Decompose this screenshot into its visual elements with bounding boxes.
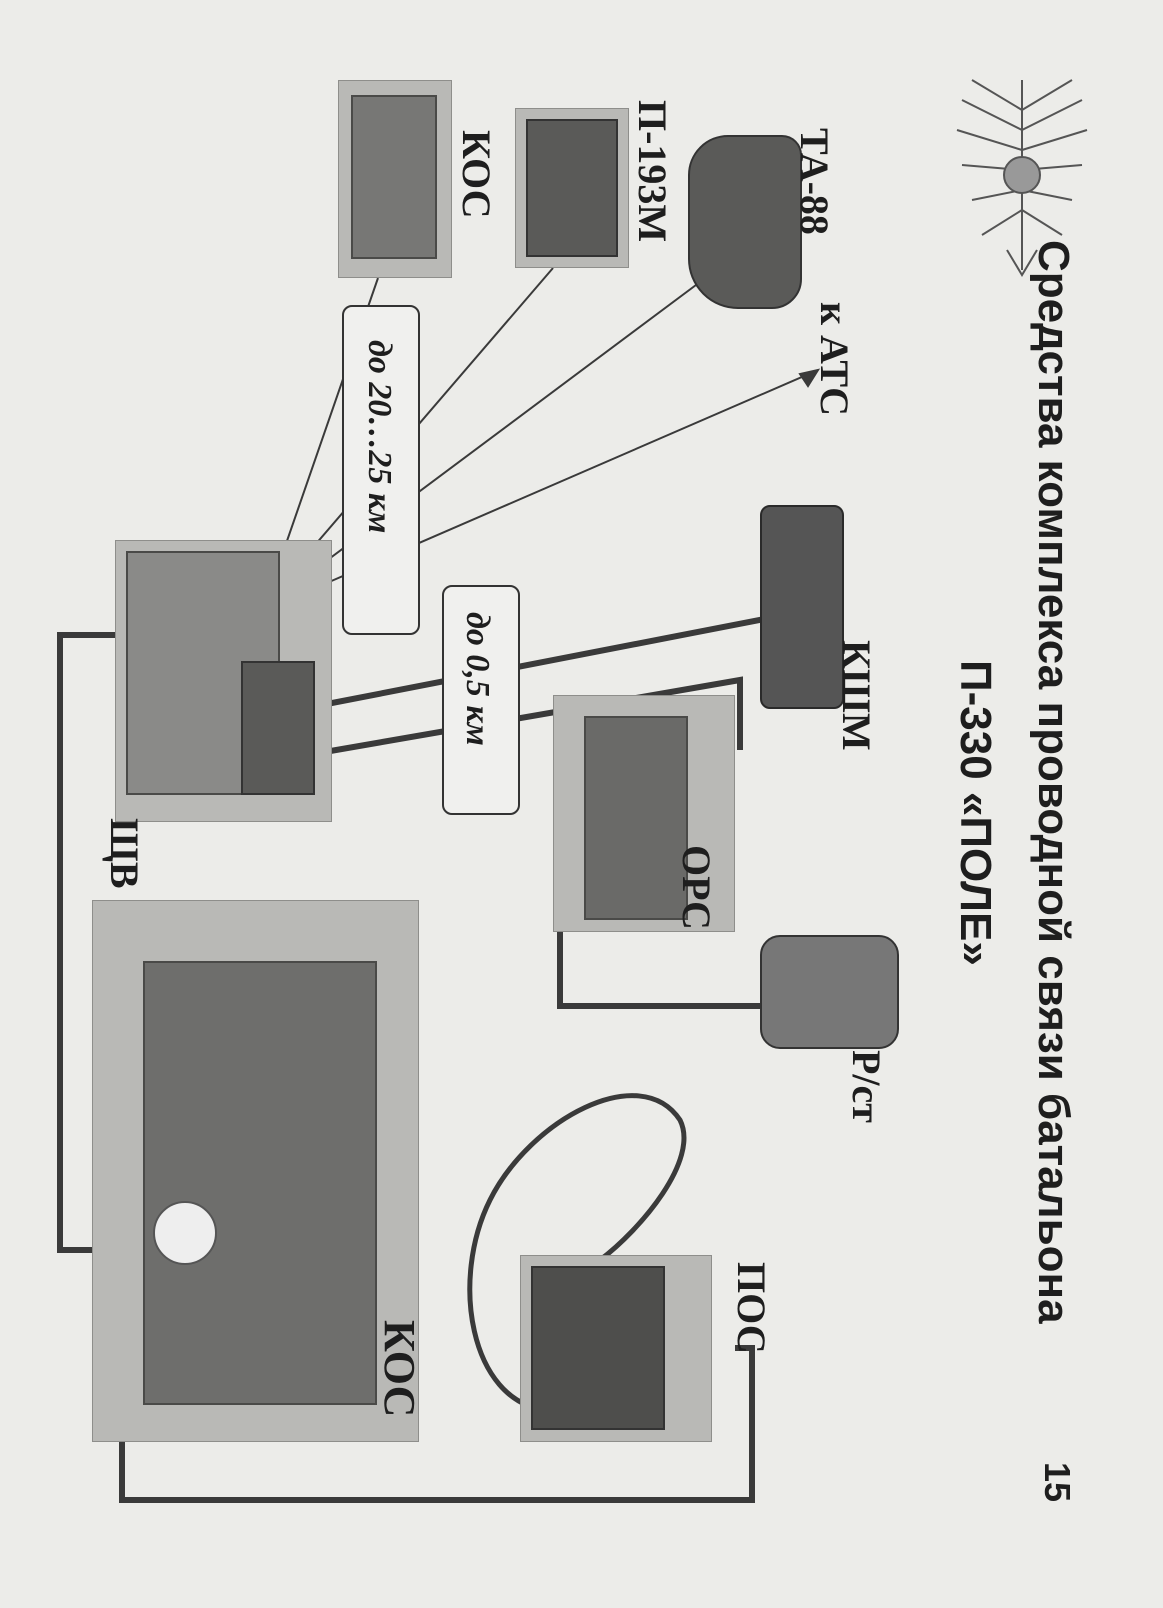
distance-label-long: до 20…25 км bbox=[361, 340, 398, 534]
signal-troops-emblem-icon bbox=[956, 79, 1088, 277]
shchv-label: ЩВ bbox=[102, 818, 147, 889]
shchv-device bbox=[115, 540, 332, 822]
pos-device bbox=[520, 1255, 712, 1442]
kshm-label: КШМ bbox=[834, 640, 879, 751]
to-ats-label: к АТС bbox=[812, 302, 857, 416]
distance-box-short bbox=[442, 585, 520, 815]
kshm-vehicle-icon bbox=[760, 505, 844, 709]
ta88-telephone-icon bbox=[688, 135, 802, 309]
radio-station-icon bbox=[760, 935, 899, 1049]
pos-label: ПОС bbox=[729, 1262, 774, 1354]
kos-small-label: КОС bbox=[454, 130, 499, 219]
kos-large-device bbox=[92, 900, 419, 1442]
orc-device bbox=[553, 695, 735, 932]
p193m-device bbox=[515, 108, 629, 268]
distance-label-short: до 0,5 км bbox=[459, 612, 496, 746]
orc-label: ОРС bbox=[674, 845, 719, 930]
kos-small-device bbox=[338, 80, 452, 278]
kos-large-label: КОС bbox=[375, 1320, 424, 1418]
distance-box-long bbox=[342, 305, 420, 635]
p193m-label: П-193М bbox=[630, 100, 675, 243]
radio-label: Р/ст bbox=[844, 1050, 889, 1123]
ta88-label: ТА-88 bbox=[792, 128, 837, 235]
